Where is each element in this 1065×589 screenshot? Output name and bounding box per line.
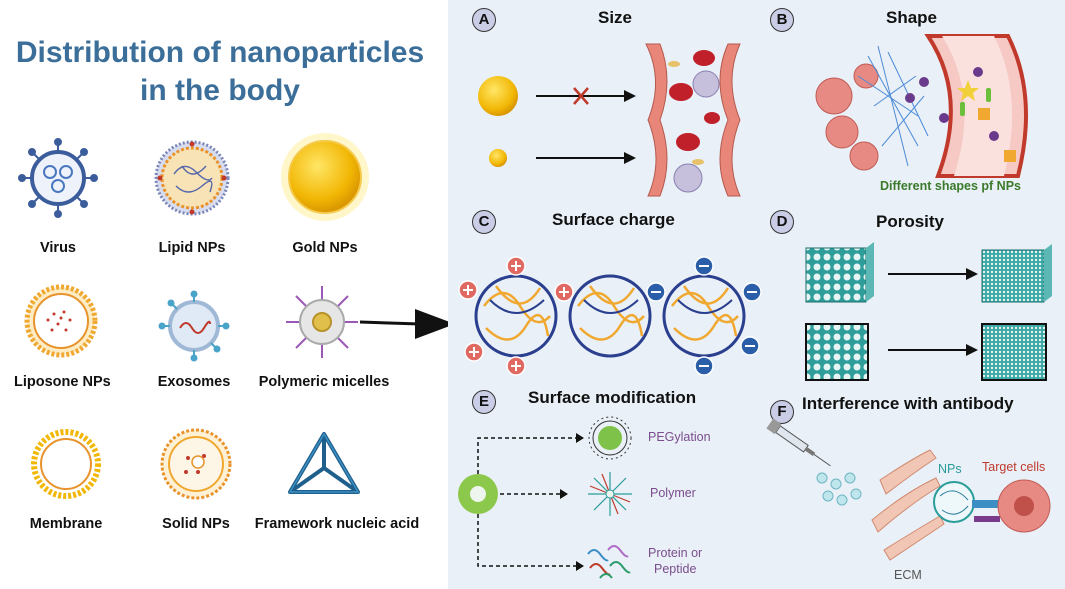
label-gold-nps: Gold NPs: [292, 240, 358, 256]
polymeric-micelle-icon: [286, 286, 358, 358]
pointer-arrow-icon: [359, 309, 455, 339]
panel-e-title: Surface modification: [528, 388, 697, 407]
label-ecm: ECM: [894, 568, 922, 582]
porosity-diagram: [805, 242, 1052, 381]
label-peptide: Peptide: [654, 562, 697, 576]
panel-a-title: Size: [598, 8, 633, 27]
panel-a-letter: A: [472, 8, 496, 32]
left-panel: Distribution of nanoparticles in the bod…: [0, 0, 455, 589]
surface-modification-diagram: [458, 416, 632, 579]
label-target-cells: Target cells: [982, 460, 1046, 474]
liposome-np-icon: [24, 284, 98, 358]
label-virus: Virus: [39, 240, 76, 256]
label-polymeric-micelles: Polymeric micelles: [258, 374, 390, 390]
panel-c-title: Surface charge: [552, 210, 675, 229]
virus-icon: [18, 138, 98, 218]
label-membrane: Membrane: [29, 516, 103, 532]
label-exosomes: Exosomes: [157, 374, 231, 390]
framework-nucleic-acid-icon: [288, 432, 360, 494]
size-diagram: [478, 43, 741, 197]
label-liposone-nps: Liposone NPs: [14, 374, 111, 390]
label-framework-nucleic-acid: Framework nucleic acid: [254, 516, 420, 532]
panel-b-title: Shape: [886, 8, 938, 27]
panel-d-title: Porosity: [876, 212, 945, 231]
panel-d-letter: D: [770, 210, 794, 234]
label-nps: NPs: [938, 462, 962, 476]
membrane-icon: [31, 429, 101, 499]
main-title-line1: Distribution of nanoparticles: [15, 36, 425, 69]
lipid-np-icon: [154, 140, 230, 216]
label-protein-or: Protein or: [648, 546, 703, 560]
panel-c-letter: C: [472, 210, 496, 234]
panel-b-caption: Different shapes pf NPs: [880, 179, 1022, 193]
gold-np-icon: [281, 133, 369, 221]
label-polymer: Polymer: [650, 486, 696, 500]
antibody-interference-diagram: [766, 418, 1051, 561]
surface-charge-diagram: [458, 256, 762, 376]
shape-diagram: [815, 34, 1028, 178]
panel-e-letter: E: [472, 390, 496, 414]
label-lipid-nps: Lipid NPs: [158, 240, 226, 256]
panel-f-title: Interference with antibody: [802, 394, 1014, 413]
main-title-line2: in the body: [140, 74, 300, 107]
exosome-icon: [158, 290, 230, 362]
label-solid-nps: Solid NPs: [162, 516, 230, 532]
solid-np-icon: [160, 428, 232, 500]
panel-b-letter: B: [770, 8, 794, 32]
label-pegylation: PEGylation: [648, 430, 711, 444]
right-panel: A Size B Shape Different shapes pf NPs: [448, 0, 1065, 589]
